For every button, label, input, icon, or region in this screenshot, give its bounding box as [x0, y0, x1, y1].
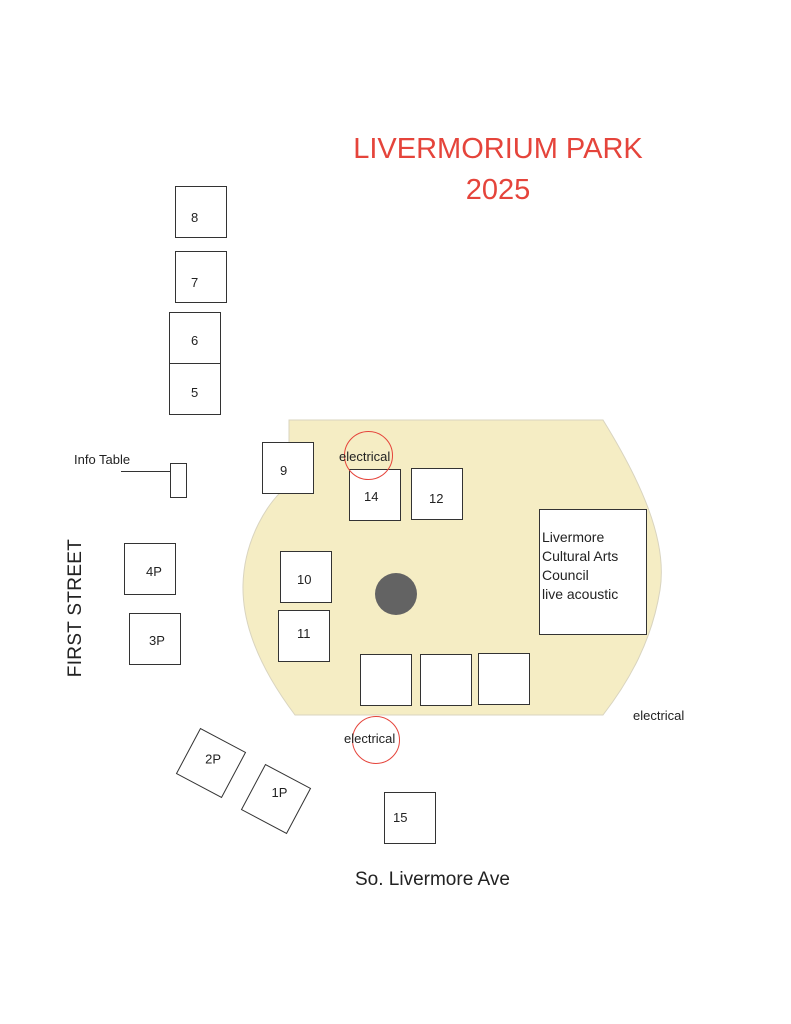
booth-8[interactable]: 8: [175, 186, 227, 238]
booth-label: 9: [280, 463, 288, 478]
booth-label: 1P: [271, 784, 288, 800]
booth-4p[interactable]: 4P: [124, 543, 176, 595]
booth-3p[interactable]: 3P: [129, 613, 181, 665]
electrical-label-right: electrical: [633, 708, 685, 723]
booth-label: 7: [191, 275, 199, 290]
booth-label: 11: [297, 626, 311, 641]
stage-label: Livermore Cultural Arts Council live aco…: [542, 529, 619, 602]
electrical-marker-bottom: [352, 716, 400, 764]
booth-label: 14: [364, 489, 379, 504]
booth-7[interactable]: 7: [175, 251, 227, 303]
booth-unnumbered-3[interactable]: [478, 653, 530, 705]
livermore-ave-label: So. Livermore Ave: [355, 869, 510, 890]
booth-label: 8: [191, 210, 199, 225]
electrical-label-top: electrical: [339, 449, 391, 464]
map-title-line2: 2025: [465, 174, 531, 206]
info-table-leader-line: [121, 471, 177, 472]
stage-livermore-cultural-arts[interactable]: Livermore Cultural Arts Council live aco…: [539, 509, 647, 635]
info-table[interactable]: [170, 463, 187, 498]
fountain: [375, 573, 417, 615]
booth-label: 10: [297, 572, 312, 587]
booth-label: 6: [191, 333, 199, 348]
booth-label: 2P: [205, 751, 222, 767]
booth-unnumbered-2[interactable]: [420, 654, 472, 706]
booth-5[interactable]: 5: [169, 363, 221, 415]
electrical-label-bottom: electrical: [344, 731, 396, 746]
booth-10[interactable]: 10: [280, 551, 332, 603]
booth-label: 5: [191, 385, 199, 400]
booth-11[interactable]: 11: [278, 610, 330, 662]
booth-15[interactable]: 15: [384, 792, 436, 844]
booth-label: 4P: [146, 564, 162, 579]
info-table-label: Info Table: [74, 452, 131, 467]
booth-label: 12: [429, 491, 444, 506]
booth-unnumbered-1[interactable]: [360, 654, 412, 706]
electrical-marker-top: [344, 431, 393, 480]
first-street-label: FIRST STREET: [65, 538, 86, 678]
map-title-line1: LIVERMORIUM PARK: [353, 133, 643, 165]
booth-12[interactable]: 12: [411, 468, 463, 520]
booth-label: 15: [393, 810, 408, 825]
booth-6[interactable]: 6: [169, 312, 221, 364]
booth-label: 3P: [149, 633, 165, 648]
booth-9[interactable]: 9: [262, 442, 314, 494]
